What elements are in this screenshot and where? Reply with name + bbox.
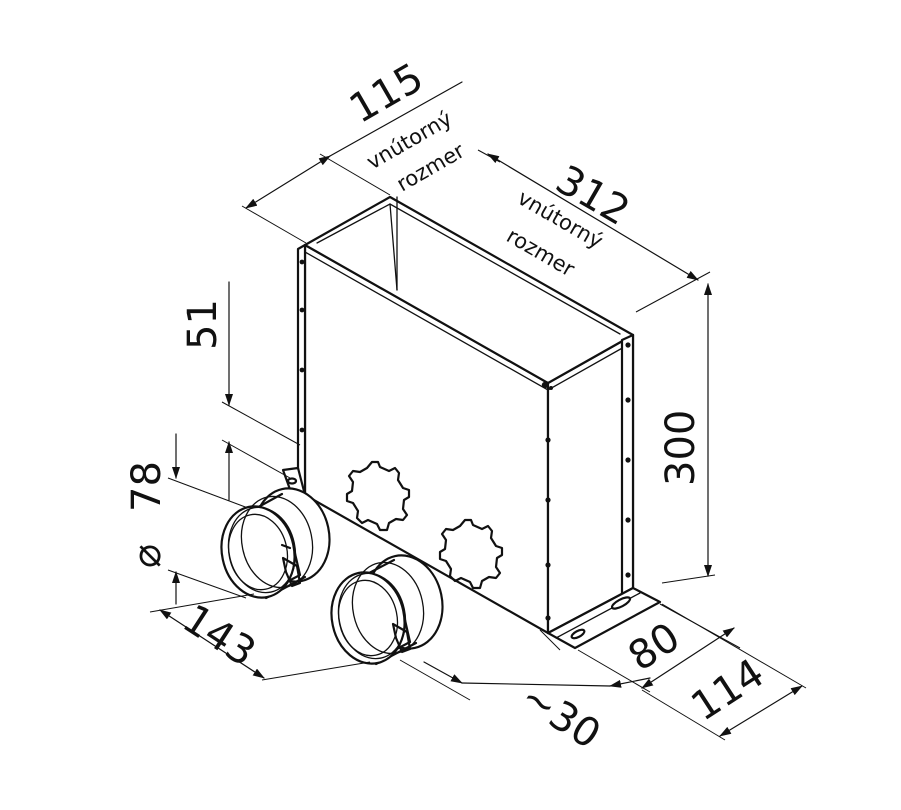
dim-115 [241, 81, 463, 244]
dim-300-value: 300 [658, 410, 704, 486]
dim-30 [399, 629, 651, 701]
plenum-box [281, 195, 662, 650]
dim-51 [221, 281, 301, 501]
dim-300 [661, 283, 716, 584]
diameter-symbol: ⌀ [124, 544, 170, 568]
dim-51-value: 51 [180, 299, 226, 350]
dim-114-value: 114 [683, 650, 772, 730]
right-flange [620, 333, 635, 596]
dim-80-value: 80 [620, 614, 688, 680]
box-right-face [546, 333, 635, 635]
dim-30-value: ~30 [513, 674, 609, 759]
dim-78 [167, 433, 249, 605]
dim-312 [477, 149, 711, 313]
dim-114 [641, 603, 807, 741]
dim-143 [149, 593, 371, 681]
knockout-2 [438, 518, 504, 590]
dim-143-value: 143 [175, 596, 264, 676]
dim-78-value: 78 [124, 461, 170, 512]
knockout-1 [345, 460, 411, 532]
spigot-2 [330, 554, 444, 666]
spigot-1 [220, 487, 331, 600]
